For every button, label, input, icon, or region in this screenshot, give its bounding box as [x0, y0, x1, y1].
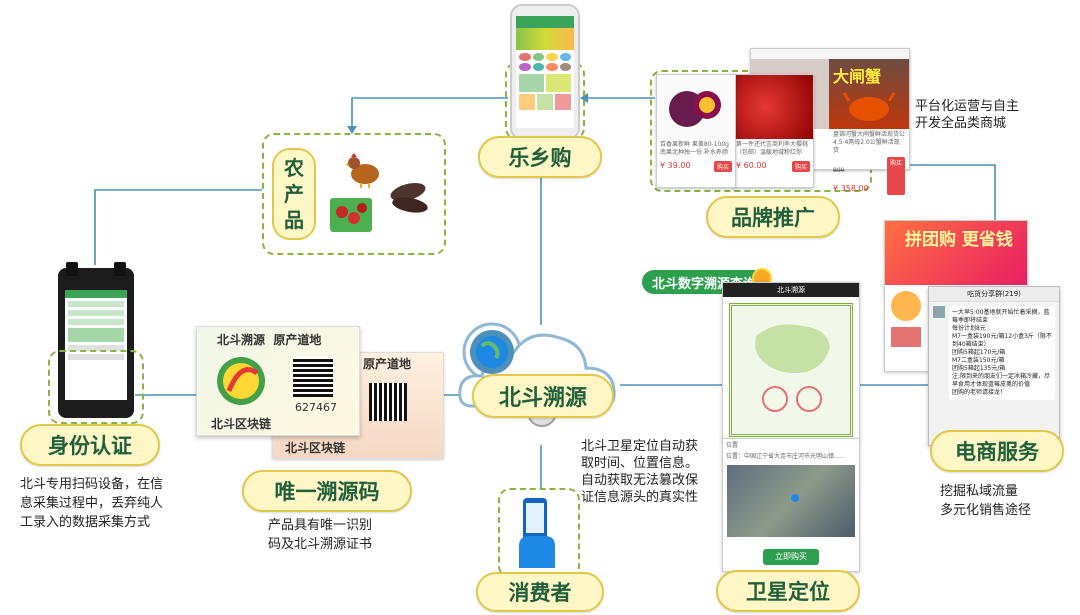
- card-cherry-buy-button[interactable]: 购买: [791, 161, 810, 172]
- front-label-line2: 北斗区块链: [211, 417, 272, 431]
- lexiang-phone: [510, 4, 580, 140]
- card-cherry-price: ¥ 60.00: [736, 161, 767, 170]
- seacucumber-image: [386, 178, 432, 216]
- loc-text: 位置：中国辽宁省大连市庄河市光明山镇……: [726, 453, 847, 460]
- card-passion-desc: 百香果新鲜 果黄80-100g 南果北种独一份 补水养颜: [660, 141, 729, 156]
- node-lexiang: 乐乡购: [478, 136, 602, 178]
- connector-brand-ecommerce: [868, 164, 996, 222]
- cert-phone: 北斗溯源: [722, 282, 860, 440]
- brand-card-cherry: 第一件还代言商利率大樱桃（包邮）温暖地域粉红你 ¥ 60.00 购买: [732, 74, 814, 188]
- node-brand: 品牌推广: [706, 196, 840, 238]
- identity-frame: [48, 350, 144, 424]
- back-label-line2: 北斗区块链: [285, 441, 346, 455]
- consumer-phone-icon: [519, 498, 555, 568]
- front-qr-code: [293, 357, 333, 397]
- connector-products-identity: [94, 189, 262, 265]
- chat-avatar: [933, 306, 945, 318]
- node-code: 唯一溯源码: [242, 470, 412, 512]
- cert-title: 北斗溯源: [723, 283, 859, 297]
- trace-label-front: 北斗溯源 原产道地 627467 北斗区块链: [196, 326, 360, 436]
- identity-note: 北斗专用扫码设备，在信 息采集过程中，丢弃纯人 工录入的数据采集方式: [20, 477, 164, 530]
- groupbuy-text: 拼团购 更省钱: [905, 230, 1013, 250]
- back-label-line1: 原产道地: [363, 357, 412, 371]
- card-crab-oldprice: 800: [833, 167, 845, 174]
- chat-message: 一大早5:00基地就开始忙着采摘，蓝莓季即将结束 每份计划8元 M7一盒装190…: [949, 306, 1055, 400]
- connector-lexiang-products: [351, 97, 508, 128]
- chicken-image: [345, 150, 383, 188]
- front-label-line1: 北斗溯源 原产道地: [217, 333, 322, 347]
- card-passion-buy-button[interactable]: 购买: [713, 161, 732, 172]
- card-passion-price: ¥ 39.00: [660, 161, 691, 170]
- buy-now-button[interactable]: 立即购买: [763, 549, 819, 565]
- node-consumer: 消费者: [476, 572, 604, 612]
- node-products: 农 产 品: [272, 148, 316, 240]
- card-crab-buy-button[interactable]: 购买: [886, 157, 905, 195]
- back-qr-code: [369, 383, 407, 421]
- loc-label: 位置: [726, 442, 739, 449]
- beidou-logo-icon: [217, 357, 265, 405]
- satellite-note: 北斗卫星定位自动获 取时间、位置信息。 自动获取无法篡改保 证信息源头的真实性: [581, 439, 699, 505]
- banner-text: 大闸蟹: [833, 67, 882, 86]
- node-ecommerce: 电商服务: [930, 430, 1064, 472]
- card-crab-price: ¥ 358.00: [833, 184, 869, 193]
- brand-note: 平台化运营与自主 开发全品类商城: [915, 99, 1020, 131]
- products-frame: [262, 133, 446, 255]
- card-cherry-desc: 第一件还代言商利率大樱桃（包邮）温暖地域粉红你: [736, 141, 809, 156]
- brand-card-passionfruit: 百香果新鲜 果黄80-100g 南果北种独一份 补水养颜 ¥ 39.00 购买: [656, 74, 736, 188]
- front-serial-number: 627467: [295, 401, 337, 414]
- node-satellite: 卫星定位: [716, 570, 860, 612]
- chat-title: 吃货分享群(219): [929, 287, 1059, 302]
- node-identity: 身份认证: [20, 424, 160, 466]
- location-phone: 位置 位置：中国辽宁省大连市庄河市光明山镇…… 立即购买: [722, 438, 860, 572]
- code-note: 产品具有唯一识别 码及北斗溯源证书: [268, 518, 373, 552]
- cherry-image: [330, 198, 372, 232]
- ecommerce-note: 挖掘私域流量 多元化销售途径: [940, 484, 1032, 518]
- chat-card: 吃货分享群(219) 一大早5:00基地就开始忙着采摘，蓝莓季即将结束 每份计划…: [928, 286, 1060, 446]
- scanner-device: [58, 262, 134, 418]
- node-center: 北斗溯源: [472, 374, 614, 418]
- card-crab-desc: 盘锦河蟹大闸蟹鲜活现货公4.5 4两母2.0公蟹鲜活现货: [833, 131, 906, 154]
- satellite-map: [727, 465, 855, 537]
